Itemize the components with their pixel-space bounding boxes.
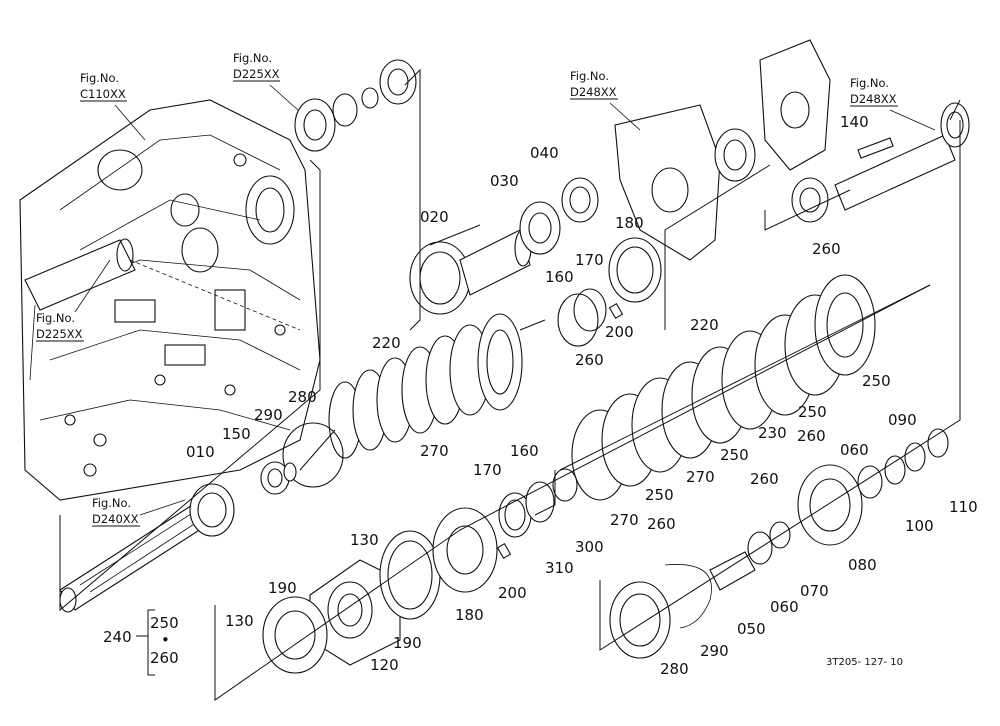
fig-ref-line2: C110XX xyxy=(80,87,126,101)
bearing-040 xyxy=(561,177,599,223)
upper-bearings-d225 xyxy=(294,59,417,152)
callouts: 020 030 040 180 170 160 200 140 260 220 … xyxy=(103,113,978,678)
fig-ref-line2: D225XX xyxy=(36,327,83,341)
transmission-case xyxy=(19,99,321,501)
callout-010: 010 xyxy=(186,443,215,461)
gear-shaft-020 xyxy=(409,229,532,315)
callout-200-bottom: 200 xyxy=(498,584,527,602)
snap-rings-upper xyxy=(557,288,607,347)
kit-bracket xyxy=(136,609,155,676)
fig-ref-line1: Fig.No. xyxy=(80,71,119,85)
bearing-180-top xyxy=(608,237,662,303)
callout-160-top: 160 xyxy=(545,268,574,286)
kit-item-250: 250 xyxy=(150,614,179,632)
fig-ref-d248-mid: Fig.No. D248XX xyxy=(570,69,641,131)
fig-ref-line1: Fig.No. xyxy=(92,496,131,510)
cover-d248 xyxy=(614,39,831,261)
callout-260-b: 260 xyxy=(575,351,604,369)
kit-separator-dot: • xyxy=(161,631,170,649)
callout-260-a: 260 xyxy=(812,240,841,258)
clutch-plates-right xyxy=(571,274,876,501)
callout-250-c: 250 xyxy=(720,446,749,464)
callout-280-bottom: 280 xyxy=(660,660,689,678)
callout-110: 110 xyxy=(949,498,978,516)
callout-140: 140 xyxy=(840,113,869,131)
callout-310: 310 xyxy=(545,559,574,577)
callout-250-a: 250 xyxy=(862,372,891,390)
callout-270-right: 270 xyxy=(610,511,639,529)
callout-160-bottom: 160 xyxy=(510,442,539,460)
callout-290-top: 290 xyxy=(254,406,283,424)
callout-090: 090 xyxy=(888,411,917,429)
callout-170-top: 170 xyxy=(575,251,604,269)
callout-060-bottom: 060 xyxy=(770,598,799,616)
callout-150: 150 xyxy=(222,425,251,443)
fig-ref-line1: Fig.No. xyxy=(570,69,609,83)
callout-080: 080 xyxy=(848,556,877,574)
fig-ref-d248-right: Fig.No. D248XX xyxy=(850,76,936,131)
callout-230: 230 xyxy=(758,424,787,442)
callout-300: 300 xyxy=(575,538,604,556)
callout-070: 070 xyxy=(800,582,829,600)
callout-120: 120 xyxy=(370,656,399,674)
fig-ref-line2: D240XX xyxy=(92,512,139,526)
callout-130-top: 130 xyxy=(350,531,379,549)
callout-270-left: 270 xyxy=(420,442,449,460)
main-shaft-d240 xyxy=(59,483,235,613)
fig-ref-line2: D248XX xyxy=(850,92,897,106)
callout-270-mid: 270 xyxy=(686,468,715,486)
fig-ref-c110: Fig.No. C110XX xyxy=(80,71,146,141)
callout-290-bottom: 290 xyxy=(700,642,729,660)
gear-080-assembly xyxy=(609,428,949,659)
gear-030 xyxy=(519,201,561,255)
callout-060-top: 060 xyxy=(840,441,869,459)
kit-item-260: 260 xyxy=(150,649,179,667)
hub-120 xyxy=(262,303,624,674)
fig-ref-line2: D225XX xyxy=(233,67,280,81)
callout-180-top: 180 xyxy=(615,214,644,232)
output-shaft-d248 xyxy=(834,102,970,211)
callout-050: 050 xyxy=(737,620,766,638)
fig-ref-line1: Fig.No. xyxy=(233,51,272,65)
callout-030: 030 xyxy=(490,172,519,190)
fig-ref-line1: Fig.No. xyxy=(36,311,75,325)
fig-ref-d225-left: Fig.No. D225XX xyxy=(36,259,111,342)
callout-190-bottom: 190 xyxy=(393,634,422,652)
diagram-code: 3T205- 127- 10 xyxy=(826,657,903,668)
callout-040: 040 xyxy=(530,144,559,162)
frame-lines xyxy=(59,68,961,701)
callout-100: 100 xyxy=(905,517,934,535)
callout-220-left: 220 xyxy=(372,334,401,352)
callout-260-e: 260 xyxy=(647,515,676,533)
callout-220-right: 220 xyxy=(690,316,719,334)
callout-130-bottom: 130 xyxy=(225,612,254,630)
callout-260-c: 260 xyxy=(797,427,826,445)
callout-200-top: 200 xyxy=(605,323,634,341)
callout-170-bottom: 170 xyxy=(473,461,502,479)
fig-ref-d225-top: Fig.No. D225XX xyxy=(233,51,299,111)
callout-190-top: 190 xyxy=(268,579,297,597)
callout-260-d: 260 xyxy=(750,470,779,488)
callout-250-b: 250 xyxy=(798,403,827,421)
callout-020: 020 xyxy=(420,208,449,226)
callout-240: 240 xyxy=(103,628,132,646)
callout-180-bottom: 180 xyxy=(455,606,484,624)
fig-ref-line1: Fig.No. xyxy=(850,76,889,90)
fig-ref-d240: Fig.No. D240XX xyxy=(92,496,186,527)
clutch-plates-left xyxy=(260,313,523,495)
fig-ref-line2: D248XX xyxy=(570,85,617,99)
callout-250-d: 250 xyxy=(645,486,674,504)
callout-280-top: 280 xyxy=(288,388,317,406)
